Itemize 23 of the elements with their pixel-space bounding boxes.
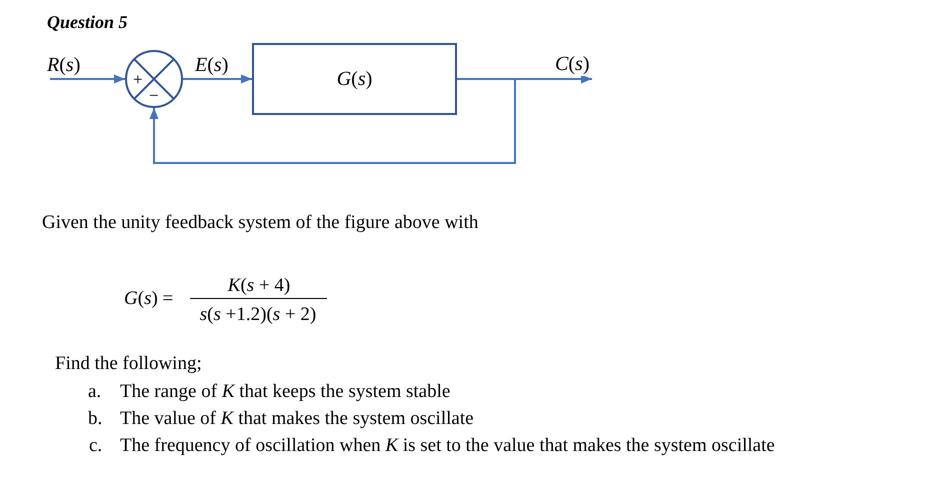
equation-lhs: G(s) = <box>124 288 174 310</box>
problem-statement: Given the unity feedback system of the figure above with <box>42 212 478 234</box>
list-marker: a. <box>88 381 102 403</box>
signal-label: E(s) <box>195 54 228 77</box>
fraction-numerator: K(s + 4) <box>228 275 290 297</box>
list-item: The value of K that makes the system oscillate <box>120 408 474 430</box>
list-marker: c. <box>89 435 102 457</box>
signal-label: R(s) <box>47 54 80 77</box>
list-marker: b. <box>88 408 102 430</box>
transfer-function-label: G(s) <box>336 69 372 89</box>
fraction-denominator: s(s +1.2)(s + 2) <box>200 304 316 326</box>
instruction-text: Find the following; <box>55 353 202 375</box>
list-item: The range of K that keeps the system stable <box>120 381 450 403</box>
feedback-arrow <box>150 78 516 164</box>
signal-arrow <box>50 74 125 84</box>
summing-junction <box>125 50 183 108</box>
transfer-function-block <box>252 43 457 115</box>
list-item: The frequency of oscillation when K is set to the value that makes the system oscillate <box>120 435 775 457</box>
sign-label: + <box>133 71 143 88</box>
sign-label: − <box>149 87 159 104</box>
signal-arrow <box>183 74 252 84</box>
question-title: Question 5 <box>47 12 128 33</box>
signal-label: C(s) <box>555 53 590 76</box>
